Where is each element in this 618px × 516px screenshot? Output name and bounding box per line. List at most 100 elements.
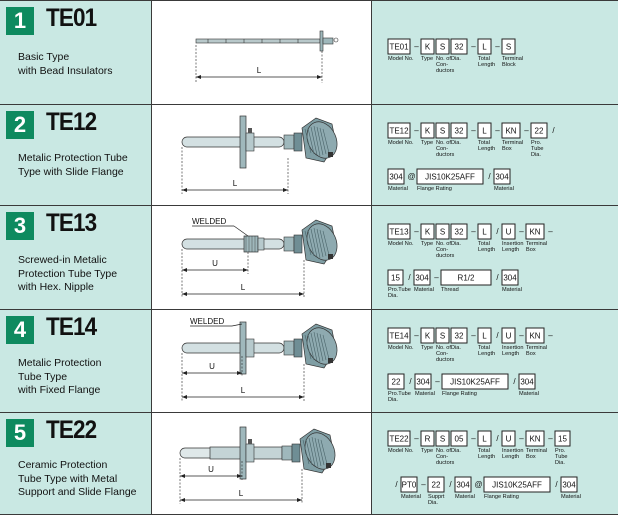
code-field-label: Flange Rating bbox=[484, 494, 519, 500]
code-value: KN bbox=[529, 332, 540, 341]
terminal-head bbox=[281, 428, 336, 474]
code-separator: – bbox=[435, 377, 440, 386]
model-description: Ceramic Protection Tube Type with Metal … bbox=[18, 459, 137, 498]
code-separator: – bbox=[414, 42, 419, 51]
protection-tube bbox=[179, 446, 283, 460]
flange bbox=[239, 321, 255, 375]
code-value: 22 bbox=[535, 127, 544, 136]
code-field-label: Total bbox=[478, 241, 490, 247]
code-value: L bbox=[482, 127, 487, 136]
code-value: U bbox=[506, 435, 512, 444]
code-separator: – bbox=[471, 126, 476, 135]
code-field-label: No. of bbox=[436, 140, 451, 146]
code-value: R1/2 bbox=[458, 274, 475, 283]
code-value: 22 bbox=[392, 378, 401, 387]
code-value: 15 bbox=[558, 435, 567, 444]
code-field-label: Con- bbox=[436, 62, 448, 68]
code-value: 32 bbox=[455, 332, 464, 341]
code-value: JIS10K25AFF bbox=[450, 378, 500, 387]
code-separator: – bbox=[495, 126, 500, 135]
code-separator: / bbox=[552, 126, 555, 135]
code-field-label: Material bbox=[455, 494, 475, 500]
dimension-label: L bbox=[257, 66, 262, 75]
code-value: 304 bbox=[520, 378, 534, 387]
model-description: Basic Type with Bead Insulators bbox=[18, 51, 113, 77]
code-field-label: No. of bbox=[436, 345, 451, 351]
code-separator: – bbox=[471, 42, 476, 51]
code-field-label: No. of bbox=[436, 241, 451, 247]
code-field-label: Length bbox=[478, 247, 495, 253]
code-segment: JIS10K25AFF Flange Rating bbox=[416, 168, 484, 192]
code-field-label: Con- bbox=[436, 247, 448, 253]
code-separator: – bbox=[414, 331, 419, 340]
code-field-label: Material bbox=[414, 287, 434, 293]
code-value: 15 bbox=[391, 274, 400, 283]
code-field-label: Pro.Tube bbox=[388, 287, 411, 293]
code-value: TE14 bbox=[389, 332, 409, 341]
code-field-label: Model No. bbox=[388, 448, 414, 454]
code-value: JIS10K25AFF bbox=[425, 173, 475, 182]
code-separator: – bbox=[421, 480, 426, 489]
bead-insulator-element bbox=[195, 30, 339, 52]
model-code: TE14 bbox=[46, 313, 97, 341]
code-separator: – bbox=[471, 227, 476, 236]
code-field-label: Material bbox=[502, 287, 522, 293]
code-separator: / bbox=[496, 434, 499, 443]
code-value: S bbox=[440, 228, 445, 237]
code-field-label: Tube bbox=[531, 146, 544, 152]
code-field-label: Flange Rating bbox=[417, 186, 452, 192]
code-field-label: Length bbox=[502, 351, 519, 357]
protection-tube bbox=[181, 238, 285, 250]
code-field-label: Material bbox=[415, 391, 435, 397]
code-value: 304 bbox=[562, 481, 576, 490]
code-field-label: Dia. bbox=[388, 293, 398, 299]
code-field-label: Model No. bbox=[388, 241, 414, 247]
code-field-label: Insertion bbox=[502, 448, 523, 454]
sensor-drawing-cell: L bbox=[152, 105, 372, 205]
code-field-label: Pro. bbox=[555, 448, 566, 454]
code-field-label: Terminal bbox=[502, 140, 523, 146]
code-field-label: Insertion bbox=[502, 241, 523, 247]
code-field-label: Insertion bbox=[502, 345, 523, 351]
dimension-label: L bbox=[239, 489, 244, 498]
code-value: K bbox=[425, 332, 431, 341]
code-field-label: Type bbox=[421, 140, 433, 146]
code-value: TE13 bbox=[389, 228, 409, 237]
hex-nipple bbox=[243, 235, 265, 253]
code-field-label: Box bbox=[526, 247, 536, 253]
code-field-label: ductors bbox=[436, 460, 455, 466]
code-field-label: Dia. bbox=[428, 500, 438, 506]
code-separator: / bbox=[555, 480, 558, 489]
row-number-badge: 1 bbox=[6, 7, 34, 35]
code-separator: / bbox=[409, 377, 412, 386]
code-value: S bbox=[506, 43, 511, 52]
